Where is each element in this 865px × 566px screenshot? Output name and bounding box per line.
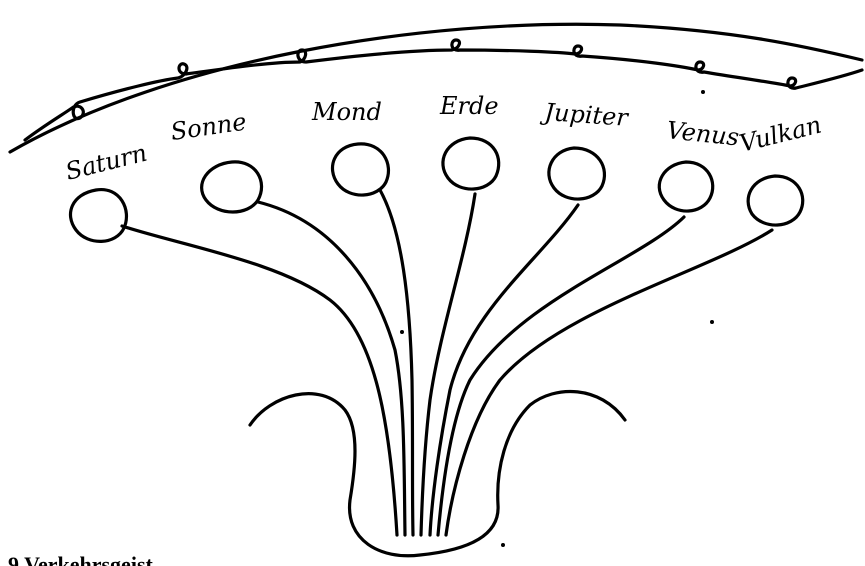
saturn-strand — [122, 226, 397, 535]
ink-dot — [710, 320, 714, 324]
vulkan-strand — [446, 230, 772, 535]
erde-label: Erde — [439, 92, 499, 120]
ink-dot — [400, 330, 404, 334]
ink-dot — [701, 90, 705, 94]
venus-circle — [659, 162, 712, 211]
figure-caption: 9 Verkehrsgeist — [8, 552, 154, 566]
mond-circle — [332, 144, 388, 195]
saturn-label: Saturn — [63, 139, 150, 186]
vulkan-label: Vulkan — [737, 111, 825, 158]
sonne-label: Sonne — [169, 108, 248, 146]
venus-strand — [438, 217, 684, 535]
jupiter-label: Jupiter — [539, 98, 631, 132]
venus-label: Venus — [665, 116, 740, 151]
jupiter-circle — [549, 148, 605, 199]
mond-label: Mond — [311, 98, 382, 126]
vulkan-circle — [748, 176, 803, 225]
sonne-strand — [258, 202, 405, 535]
erde-circle — [443, 138, 499, 189]
erde-strand — [421, 194, 475, 535]
jupiter-strand — [430, 205, 578, 535]
saturn-circle — [70, 190, 126, 242]
sonne-circle — [202, 162, 262, 212]
ink-dot — [501, 543, 505, 547]
